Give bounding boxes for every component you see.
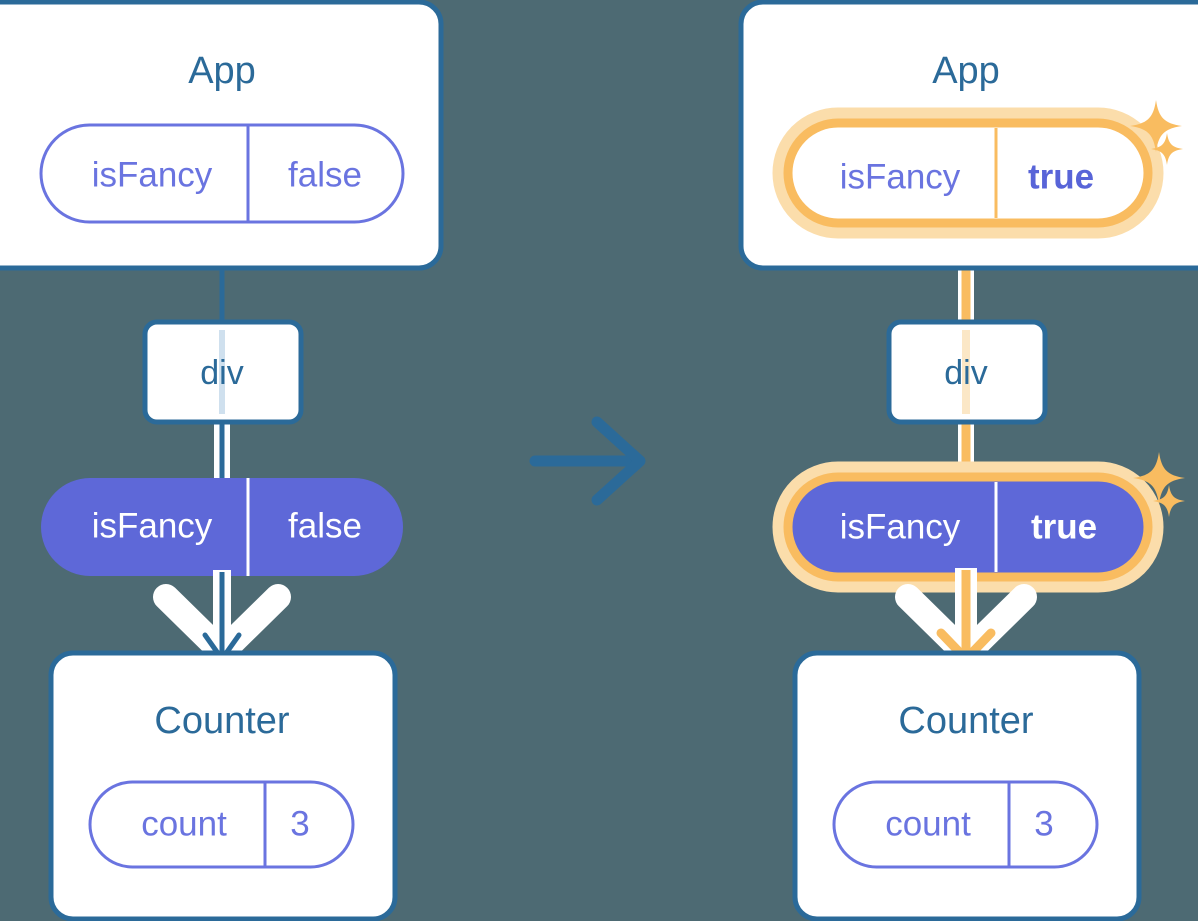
counter-state-pill-after[interactable]: count 3: [832, 780, 1099, 869]
prop-value-after: true: [1031, 507, 1097, 546]
app-state-pill-after-glow: [772, 107, 1164, 239]
app-state-pill-after[interactable]: isFancy true: [772, 107, 1164, 239]
app-state-name-after: isFancy: [840, 157, 961, 196]
prop-name-before: isFancy: [92, 506, 213, 545]
prop-value-before: false: [288, 506, 362, 545]
app-title-before: App: [188, 50, 256, 92]
app-state-pill-before-shape: [39, 123, 405, 224]
before-panel: App isFancy false div isFancy false: [0, 0, 444, 921]
arrow-prop-to-counter-before: [153, 570, 291, 665]
counter-title-after: Counter: [898, 700, 1034, 742]
div-box-after: div: [886, 319, 1048, 425]
app-state-value-after: true: [1028, 157, 1094, 196]
counter-state-name-after: count: [885, 804, 971, 843]
after-panel: App isFancy true div: [738, 0, 1198, 921]
div-title-after: div: [944, 354, 987, 392]
counter-title-before: Counter: [154, 700, 290, 742]
transition-arrow-head: [591, 416, 646, 506]
app-state-value-before: false: [288, 155, 362, 194]
counter-state-value-after: 3: [1034, 804, 1053, 843]
counter-state-pill-before-shape: [88, 780, 355, 869]
app-state-name-before: isFancy: [92, 155, 213, 194]
counter-state-name-before: count: [141, 804, 227, 843]
div-box-before: div: [142, 319, 304, 425]
app-state-pill-after-ring: [783, 118, 1153, 228]
prop-pill-before-shape: [41, 478, 403, 576]
prop-pill-after[interactable]: isFancy true: [772, 461, 1164, 593]
counter-state-value-before: 3: [290, 804, 309, 843]
prop-pill-before[interactable]: isFancy false: [41, 478, 403, 576]
prop-name-after: isFancy: [840, 507, 961, 546]
transition-arrow-right-icon: [529, 416, 646, 506]
div-title-before: div: [200, 354, 243, 392]
counter-state-pill-after-shape: [832, 780, 1099, 869]
counter-state-pill-before[interactable]: count 3: [88, 780, 355, 869]
app-title-after: App: [932, 50, 1000, 92]
app-state-pill-before[interactable]: isFancy false: [39, 123, 405, 224]
